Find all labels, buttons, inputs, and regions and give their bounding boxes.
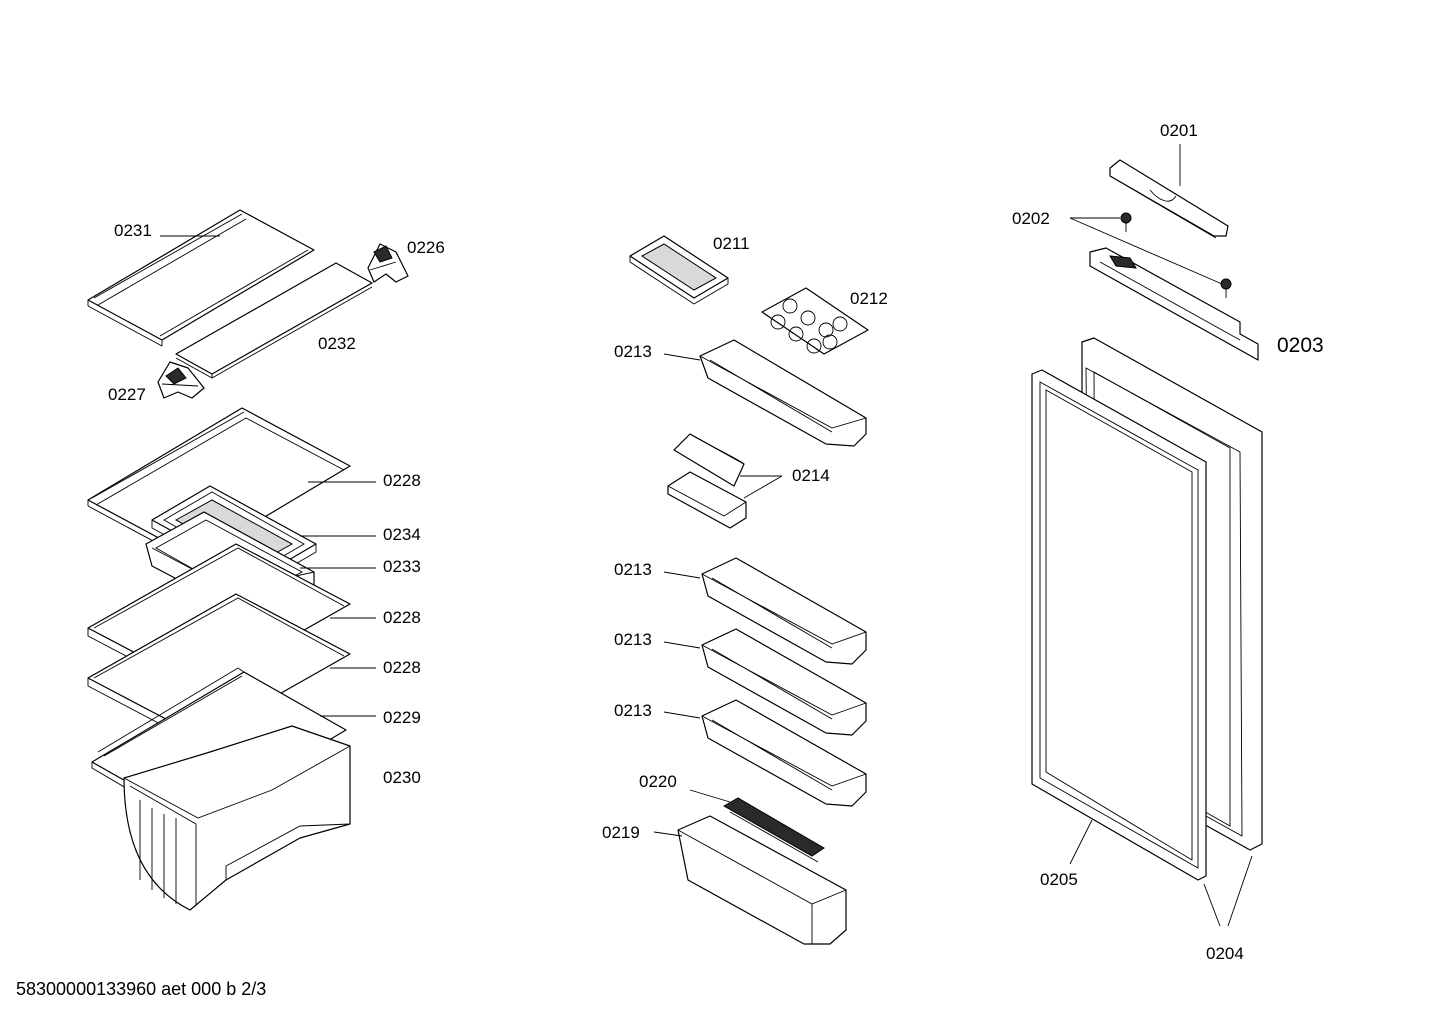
part-0220-bottle-rack: [722, 797, 825, 863]
leader-lines: [160, 144, 1253, 927]
label-0202: 0202: [1012, 209, 1050, 228]
label-0205: 0205: [1040, 870, 1078, 889]
label-0227: 0227: [108, 385, 146, 404]
part-0214-dairy-compartment: [667, 433, 747, 529]
part-0219-bottle-bin: [677, 815, 847, 945]
part-0213-door-bin-1: [699, 339, 867, 447]
label-0213-b: 0213: [614, 560, 652, 579]
label-0204: 0204: [1206, 944, 1244, 963]
label-0219: 0219: [602, 823, 640, 842]
part-0226-clip: [367, 243, 409, 283]
label-0230: 0230: [383, 768, 421, 787]
part-0202-screw-2: [1220, 278, 1232, 298]
part-0205-door-gasket: [1031, 369, 1207, 881]
label-0231: 0231: [114, 221, 152, 240]
part-labels: 0231 0226 0232 0227 0228 0234 0233 0228 …: [108, 121, 1324, 963]
part-0211-ice-tray: [629, 235, 729, 305]
part-0227-clip: [157, 361, 205, 399]
label-0229: 0229: [383, 708, 421, 727]
part-0213-door-bin-4: [701, 699, 867, 807]
part-0201-handle-cover: [1109, 159, 1229, 239]
label-0203: 0203: [1277, 334, 1324, 357]
part-0212-egg-tray: [761, 287, 869, 355]
label-0226: 0226: [407, 238, 445, 257]
label-0213-a: 0213: [614, 342, 652, 361]
label-0228-b: 0228: [383, 608, 421, 627]
part-0202-screw-1: [1120, 212, 1132, 232]
label-0232: 0232: [318, 334, 356, 353]
label-0211: 0211: [713, 234, 750, 253]
part-0213-door-bin-2: [701, 557, 867, 665]
label-0228-a: 0228: [383, 471, 421, 490]
label-0228-c: 0228: [383, 658, 421, 677]
label-0233: 0233: [383, 557, 421, 576]
part-0231-shelf: [87, 209, 315, 347]
label-0213-d: 0213: [614, 701, 652, 720]
part-0213-door-bin-3: [701, 628, 867, 736]
drawing-reference-footer: 58300000133960 aet 000 b 2/3: [16, 979, 267, 999]
part-0230-bottom-drawer: [123, 725, 351, 911]
label-0214: 0214: [792, 466, 830, 485]
part-0203-hinge-bracket: [1089, 247, 1259, 361]
part-0232-shelf-strip: [175, 262, 373, 379]
label-0212: 0212: [850, 289, 888, 308]
label-0220: 0220: [639, 772, 677, 791]
label-0201: 0201: [1160, 121, 1198, 140]
label-0213-c: 0213: [614, 630, 652, 649]
label-0234: 0234: [383, 525, 421, 544]
